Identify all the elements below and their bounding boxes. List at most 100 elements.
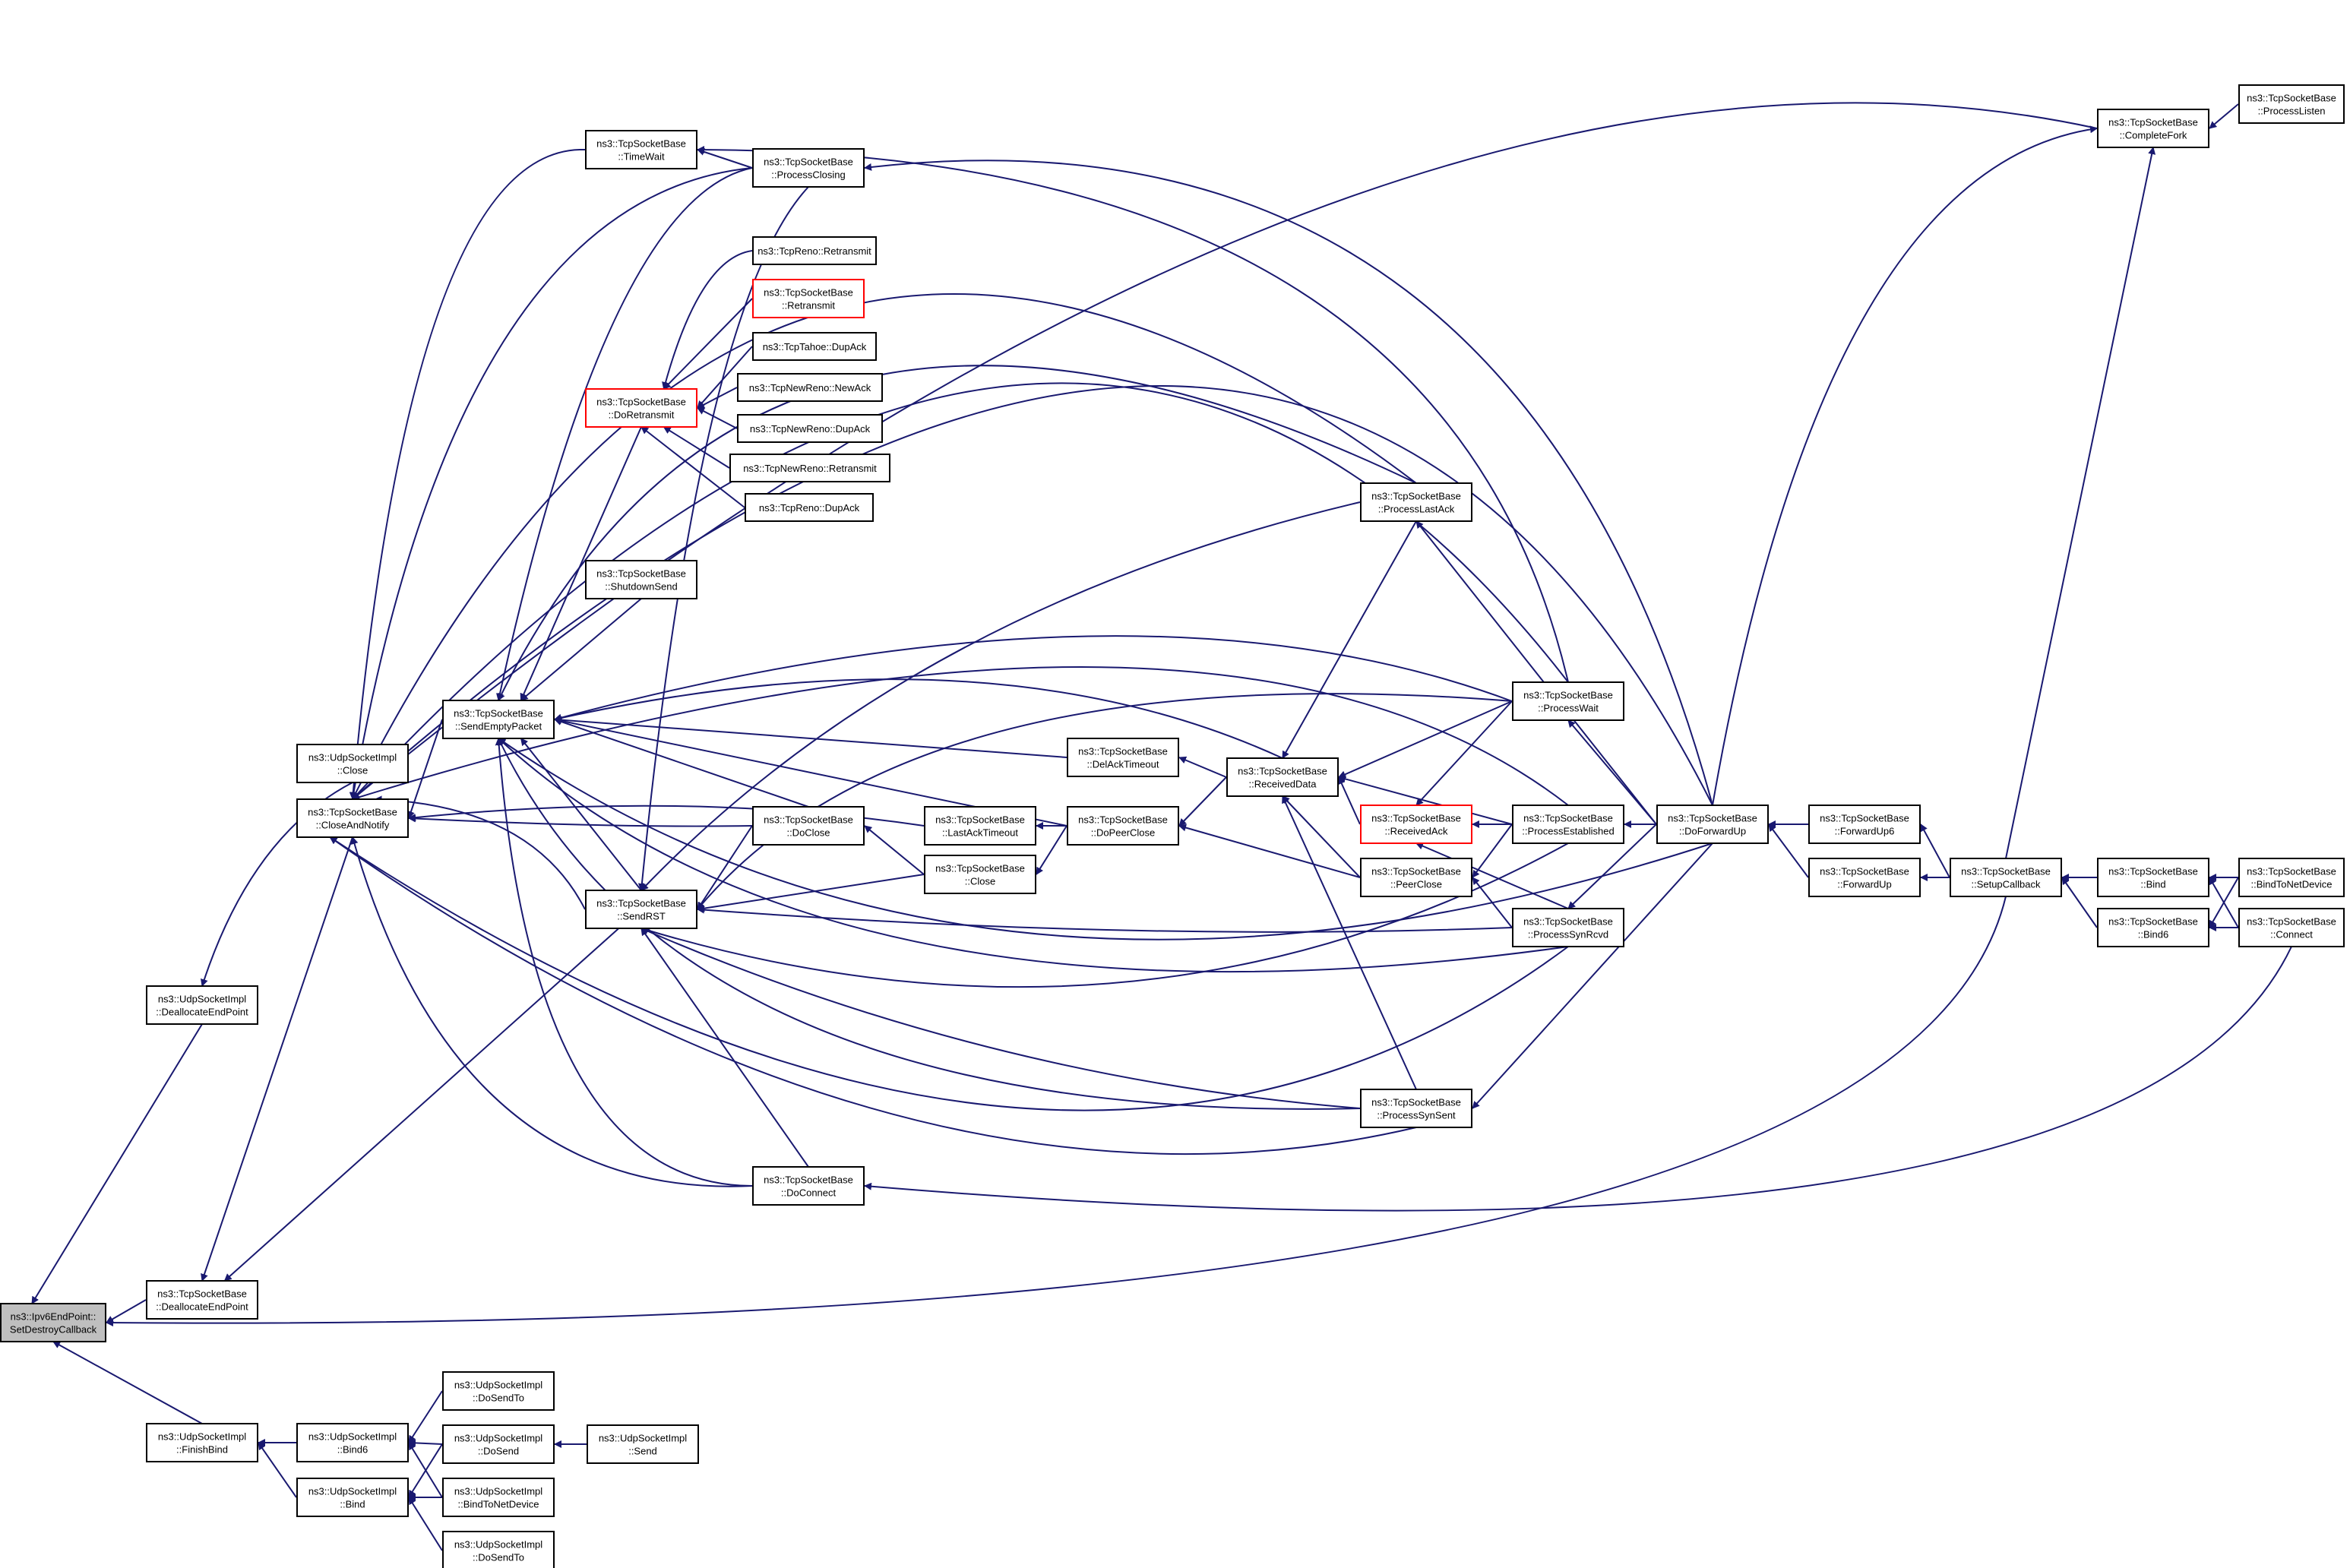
node-label-line: ::Retransmit bbox=[782, 300, 835, 311]
node-processsynsent[interactable]: ns3::TcpSocketBase::ProcessSynSent bbox=[1360, 1089, 1472, 1128]
node-box bbox=[442, 1371, 555, 1411]
node-processclosing[interactable]: ns3::TcpSocketBase::ProcessClosing bbox=[752, 148, 865, 188]
call-edge-peerclose-to-receiveddata bbox=[1282, 795, 1361, 878]
call-edge-setupcallback-to-forwardup6 bbox=[1920, 824, 1950, 878]
node-receivedack[interactable]: ns3::TcpSocketBase::ReceivedAck bbox=[1360, 805, 1472, 844]
node-renoretransmit[interactable]: ns3::TcpReno::Retransmit bbox=[752, 236, 877, 265]
node-label-line: ::BindToNetDevice bbox=[458, 1499, 539, 1510]
node-completefork[interactable]: ns3::TcpSocketBase::CompleteFork bbox=[2097, 109, 2209, 148]
node-forwardup[interactable]: ns3::TcpSocketBase::ForwardUp bbox=[1808, 858, 1921, 897]
node-receiveddata[interactable]: ns3::TcpSocketBase::ReceivedData bbox=[1226, 757, 1339, 797]
node-shutdownsend[interactable]: ns3::TcpSocketBase::ShutdownSend bbox=[585, 560, 697, 599]
node-label-line: ns3::TcpNewReno::Retransmit bbox=[743, 463, 877, 474]
node-label-line: ns3::TcpSocketBase bbox=[1238, 766, 1327, 777]
node-newrenoretransmit[interactable]: ns3::TcpNewReno::Retransmit bbox=[729, 454, 890, 482]
call-edge-forwardup-to-doforwardup bbox=[1768, 824, 1809, 878]
node-label-line: ns3::TcpSocketBase bbox=[1820, 813, 1909, 824]
node-box bbox=[2238, 84, 2345, 124]
node-label-line: ::TimeWait bbox=[618, 151, 665, 163]
node-label-line: ns3::TcpSocketBase bbox=[1078, 814, 1168, 826]
node-tcpretransmit[interactable]: ns3::TcpSocketBase::Retransmit bbox=[752, 279, 865, 318]
node-label-line: ns3::TcpSocketBase bbox=[2108, 866, 2198, 877]
node-setdestroy[interactable]: ns3::Ipv6EndPoint::SetDestroyCallback bbox=[0, 1303, 106, 1342]
node-peerclose[interactable]: ns3::TcpSocketBase::PeerClose bbox=[1360, 858, 1472, 897]
node-sendrst[interactable]: ns3::TcpSocketBase::SendRST bbox=[585, 890, 697, 929]
node-processwait[interactable]: ns3::TcpSocketBase::ProcessWait bbox=[1512, 681, 1624, 721]
node-tcpbind[interactable]: ns3::TcpSocketBase::Bind bbox=[2097, 858, 2209, 897]
node-box bbox=[752, 332, 877, 361]
call-edge-doconnect-to-closeandnotify bbox=[350, 836, 753, 1187]
node-udp_bind[interactable]: ns3::UdpSocketImpl::Bind bbox=[296, 1478, 409, 1517]
node-tcpbind6[interactable]: ns3::TcpSocketBase::Bind6 bbox=[2097, 908, 2209, 947]
node-label-line: ::PeerClose bbox=[1390, 879, 1442, 890]
node-label-line: ns3::TcpSocketBase bbox=[1820, 866, 1909, 877]
node-setupcallback[interactable]: ns3::TcpSocketBase::SetupCallback bbox=[1950, 858, 2062, 897]
node-doforwardup[interactable]: ns3::TcpSocketBase::DoForwardUp bbox=[1656, 805, 1769, 844]
node-box bbox=[752, 806, 865, 846]
node-tcpbindtonet[interactable]: ns3::TcpSocketBase::BindToNetDevice bbox=[2238, 858, 2345, 897]
node-forwardup6[interactable]: ns3::TcpSocketBase::ForwardUp6 bbox=[1808, 805, 1921, 844]
node-sendempty[interactable]: ns3::TcpSocketBase::SendEmptyPacket bbox=[442, 700, 555, 739]
node-box bbox=[442, 700, 555, 739]
node-dopeerclose[interactable]: ns3::TcpSocketBase::DoPeerClose bbox=[1067, 806, 1179, 846]
node-udp_bindtonet[interactable]: ns3::UdpSocketImpl::BindToNetDevice bbox=[442, 1478, 555, 1517]
node-label-line: ::ForwardUp6 bbox=[1835, 826, 1895, 837]
call-edge-processsynrcvd-to-peerclose bbox=[1472, 877, 1513, 928]
node-label-line: ::ProcessEstablished bbox=[1522, 826, 1614, 837]
node-tcpclose[interactable]: ns3::TcpSocketBase::Close bbox=[924, 855, 1036, 894]
node-label-line: ::DoSend bbox=[478, 1446, 519, 1457]
node-udp_finishbind[interactable]: ns3::UdpSocketImpl::FinishBind bbox=[146, 1423, 258, 1462]
node-tcpconnect[interactable]: ns3::TcpSocketBase::Connect bbox=[2238, 908, 2345, 947]
node-timewait[interactable]: ns3::TcpSocketBase::TimeWait bbox=[585, 130, 697, 169]
call-edge-udp_close-to-udp_dealloc bbox=[201, 782, 353, 987]
call-edge-doconnect-to-sendempty bbox=[495, 738, 753, 1187]
node-tcp_dealloc[interactable]: ns3::TcpSocketBase::DeallocateEndPoint bbox=[146, 1280, 258, 1320]
node-label-line: ns3::UdpSocketImpl bbox=[599, 1433, 687, 1444]
node-label-line: ns3::TcpSocketBase bbox=[2247, 93, 2336, 104]
call-edge-processestablished-to-sendrst bbox=[640, 842, 1569, 988]
node-label-line: ns3::TcpSocketBase bbox=[2247, 866, 2336, 877]
node-processestablished[interactable]: ns3::TcpSocketBase::ProcessEstablished bbox=[1512, 805, 1624, 844]
node-udp_close[interactable]: ns3::UdpSocketImpl::Close bbox=[296, 744, 409, 783]
node-processlisten[interactable]: ns3::TcpSocketBase::ProcessListen bbox=[2238, 84, 2345, 124]
node-udp_bind6[interactable]: ns3::UdpSocketImpl::Bind6 bbox=[296, 1423, 409, 1462]
node-closeandnotify[interactable]: ns3::TcpSocketBase::CloseAndNotify bbox=[296, 798, 409, 838]
node-label-line: ns3::UdpSocketImpl bbox=[308, 1431, 397, 1443]
node-label-line: ns3::TcpSocketBase bbox=[1371, 491, 1461, 502]
node-label-line: ns3::TcpSocketBase bbox=[1668, 813, 1757, 824]
node-tahoedupack[interactable]: ns3::TcpTahoe::DupAck bbox=[752, 332, 877, 361]
node-newrenonewack[interactable]: ns3::TcpNewReno::NewAck bbox=[737, 373, 883, 402]
node-label-line: ::Bind bbox=[340, 1499, 365, 1510]
node-udp_dosend[interactable]: ns3::UdpSocketImpl::DoSend bbox=[442, 1424, 555, 1464]
node-renodupack[interactable]: ns3::TcpReno::DupAck bbox=[745, 493, 874, 522]
call-edge-processlastack-to-sendrst bbox=[640, 501, 1361, 891]
node-box bbox=[1808, 805, 1921, 844]
node-box bbox=[146, 985, 258, 1025]
node-udp_send[interactable]: ns3::UdpSocketImpl::Send bbox=[587, 1424, 699, 1464]
node-doclose[interactable]: ns3::TcpSocketBase::DoClose bbox=[752, 806, 865, 846]
call-edge-receivedack-to-receiveddata bbox=[1338, 776, 1361, 825]
node-label-line: ns3::UdpSocketImpl bbox=[454, 1433, 542, 1444]
node-processlastack[interactable]: ns3::TcpSocketBase::ProcessLastAck bbox=[1360, 482, 1472, 522]
node-processsynrcvd[interactable]: ns3::TcpSocketBase::ProcessSynRcvd bbox=[1512, 908, 1624, 947]
node-box bbox=[752, 279, 865, 318]
node-box bbox=[2097, 908, 2209, 947]
call-edge-processwait-to-sendempty bbox=[554, 635, 1513, 722]
call-edge-timewait-to-closeandnotify bbox=[349, 148, 586, 800]
call-edge-doforwardup-to-completefork bbox=[1712, 125, 2098, 806]
call-edge-doforwardup-to-processsynrcvd bbox=[1567, 824, 1657, 909]
node-newrenodupack[interactable]: ns3::TcpNewReno::DupAck bbox=[737, 414, 883, 443]
node-box bbox=[585, 890, 697, 929]
node-label-line: ::CloseAndNotify bbox=[316, 820, 390, 831]
node-label-line: ::DoConnect bbox=[781, 1187, 837, 1199]
node-box bbox=[737, 414, 883, 443]
node-udp_dosendto2[interactable]: ns3::UdpSocketImpl::DoSendTo bbox=[442, 1531, 555, 1568]
node-delacktimeout[interactable]: ns3::TcpSocketBase::DelAckTimeout bbox=[1067, 738, 1179, 777]
call-edge-doclose-to-sendempty bbox=[554, 718, 809, 808]
node-label-line: ::FinishBind bbox=[176, 1444, 228, 1456]
node-lastacktimeout[interactable]: ns3::TcpSocketBase::LastAckTimeout bbox=[924, 806, 1036, 846]
node-doretransmit[interactable]: ns3::TcpSocketBase::DoRetransmit bbox=[585, 388, 697, 428]
node-doconnect[interactable]: ns3::TcpSocketBase::DoConnect bbox=[752, 1166, 865, 1206]
node-udp_dosendto1[interactable]: ns3::UdpSocketImpl::DoSendTo bbox=[442, 1371, 555, 1411]
node-udp_dealloc[interactable]: ns3::UdpSocketImpl::DeallocateEndPoint bbox=[146, 985, 258, 1025]
